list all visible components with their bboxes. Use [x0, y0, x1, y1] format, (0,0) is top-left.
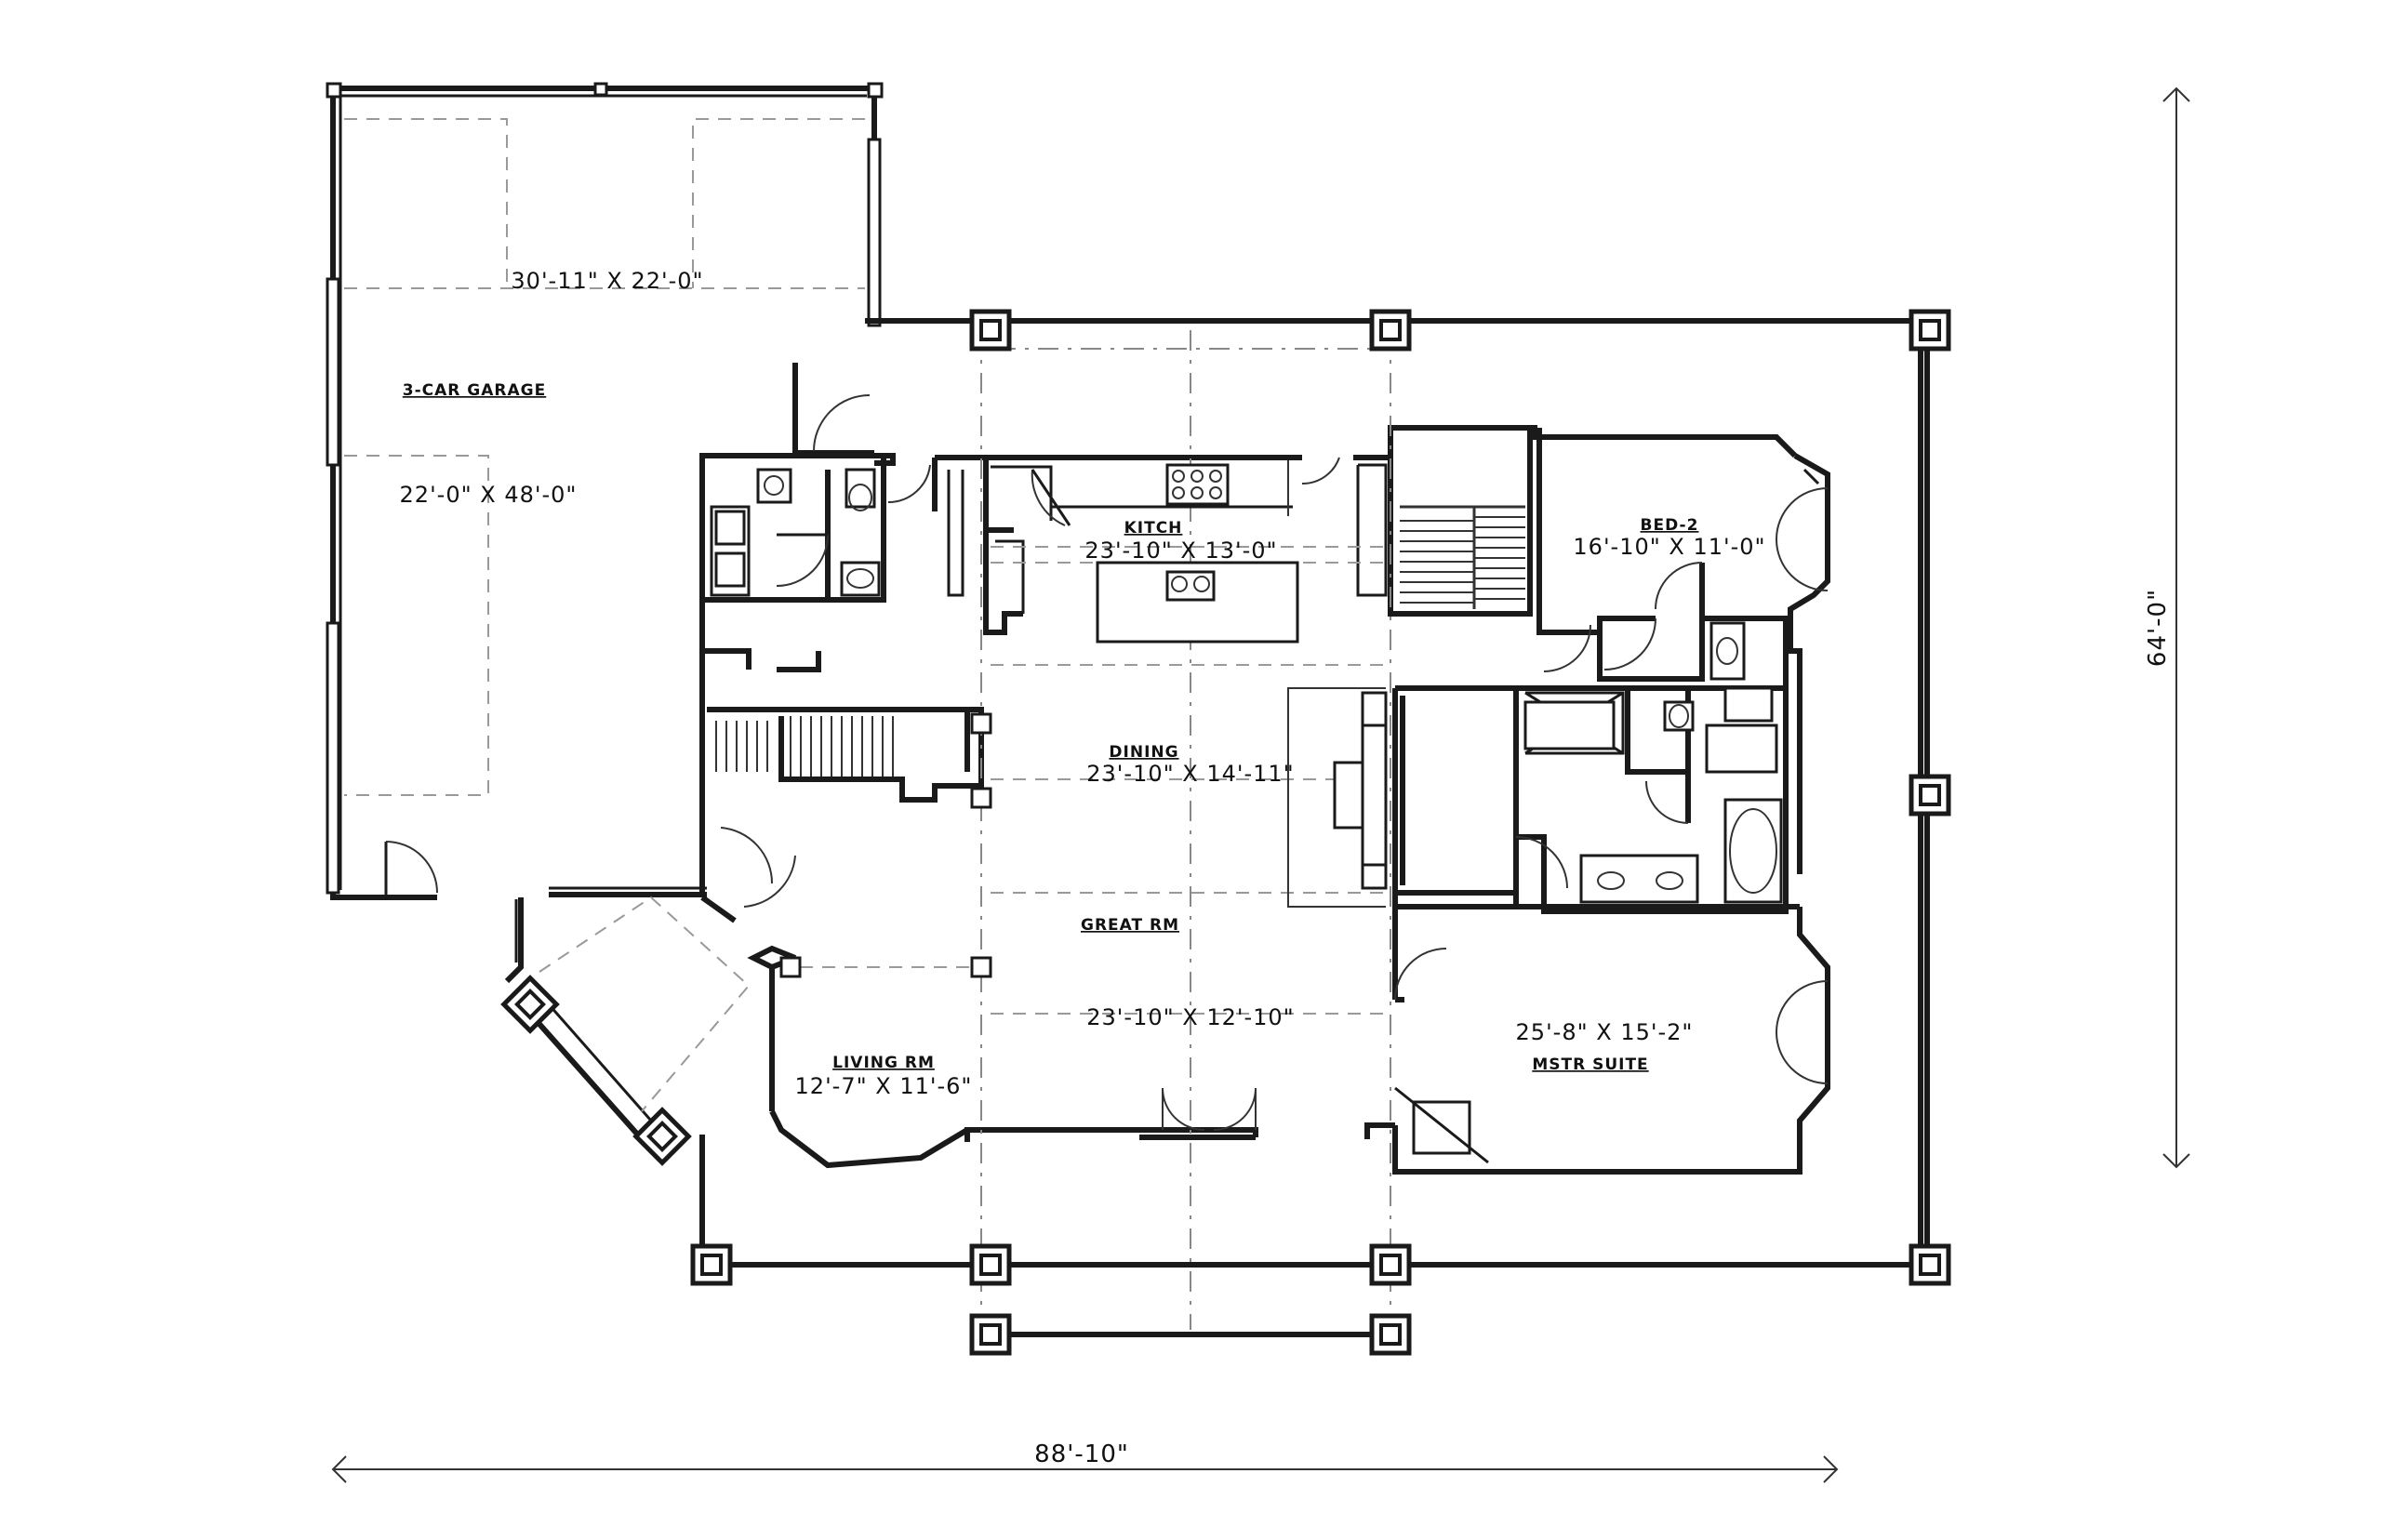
garage-dim-upper: 30'-11" X 22'-0": [511, 268, 703, 294]
entry-column-post: [632, 1107, 692, 1166]
column-post: [1909, 774, 1951, 816]
house-walls: [699, 425, 1830, 1175]
overall-width-dimension: [331, 1455, 1839, 1483]
dining-label: DINING: [1109, 743, 1178, 762]
bed2-dim: 16'-10" X 11'-0": [1573, 534, 1765, 560]
west-bath-fixtures: [710, 464, 931, 597]
main-stair-treads: [715, 505, 1525, 777]
kitchen-label: KITCH: [1124, 519, 1183, 538]
master-suite-label: MSTR SUITE: [1532, 1055, 1648, 1074]
interior-post: [970, 712, 992, 735]
overall-depth-label: 64'-0": [2144, 589, 2172, 667]
interior-post: [779, 956, 802, 978]
porch: [504, 318, 1930, 1337]
garage-block: [326, 82, 884, 900]
column-post: [1909, 309, 1951, 352]
column-post: [1369, 309, 1412, 352]
garage-label: 3-CAR GARAGE: [403, 381, 546, 400]
suite-doors: [720, 487, 1829, 1164]
master-suite-dim: 25'-8" X 15'-2": [1516, 1019, 1694, 1045]
bed2-label: BED-2: [1641, 516, 1699, 535]
column-post: [690, 1243, 733, 1286]
master-bath-fixtures: [1394, 562, 1783, 1001]
column-post: [969, 1313, 1012, 1356]
column-post: [1369, 1243, 1412, 1286]
interior-post: [970, 956, 992, 978]
column-post: [1909, 1243, 1951, 1286]
overall-width-label: 88'-10": [1034, 1440, 1129, 1468]
entry-column-post: [500, 975, 560, 1034]
column-post: [969, 1243, 1012, 1286]
living-room-label: LIVING RM: [832, 1054, 935, 1072]
column-post: [1369, 1313, 1412, 1356]
garage-dim-lower: 22'-0" X 48'-0": [400, 482, 578, 508]
porch-columns: [500, 309, 1951, 1356]
kitchen-fixtures: [1031, 457, 1340, 644]
overall-depth-dimension: [2162, 86, 2190, 1169]
great-room-label: GREAT RM: [1081, 916, 1179, 935]
dining-dim: 23'-10" X 14'-11": [1086, 761, 1294, 787]
column-post: [969, 309, 1012, 352]
great-room-dim: 23'-10" X 12'-10": [1086, 1004, 1294, 1030]
kitchen-dim: 23'-10" X 13'-0": [1084, 538, 1277, 564]
living-room-dim: 12'-7" X 11'-6": [795, 1073, 973, 1099]
interior-post: [970, 787, 992, 809]
